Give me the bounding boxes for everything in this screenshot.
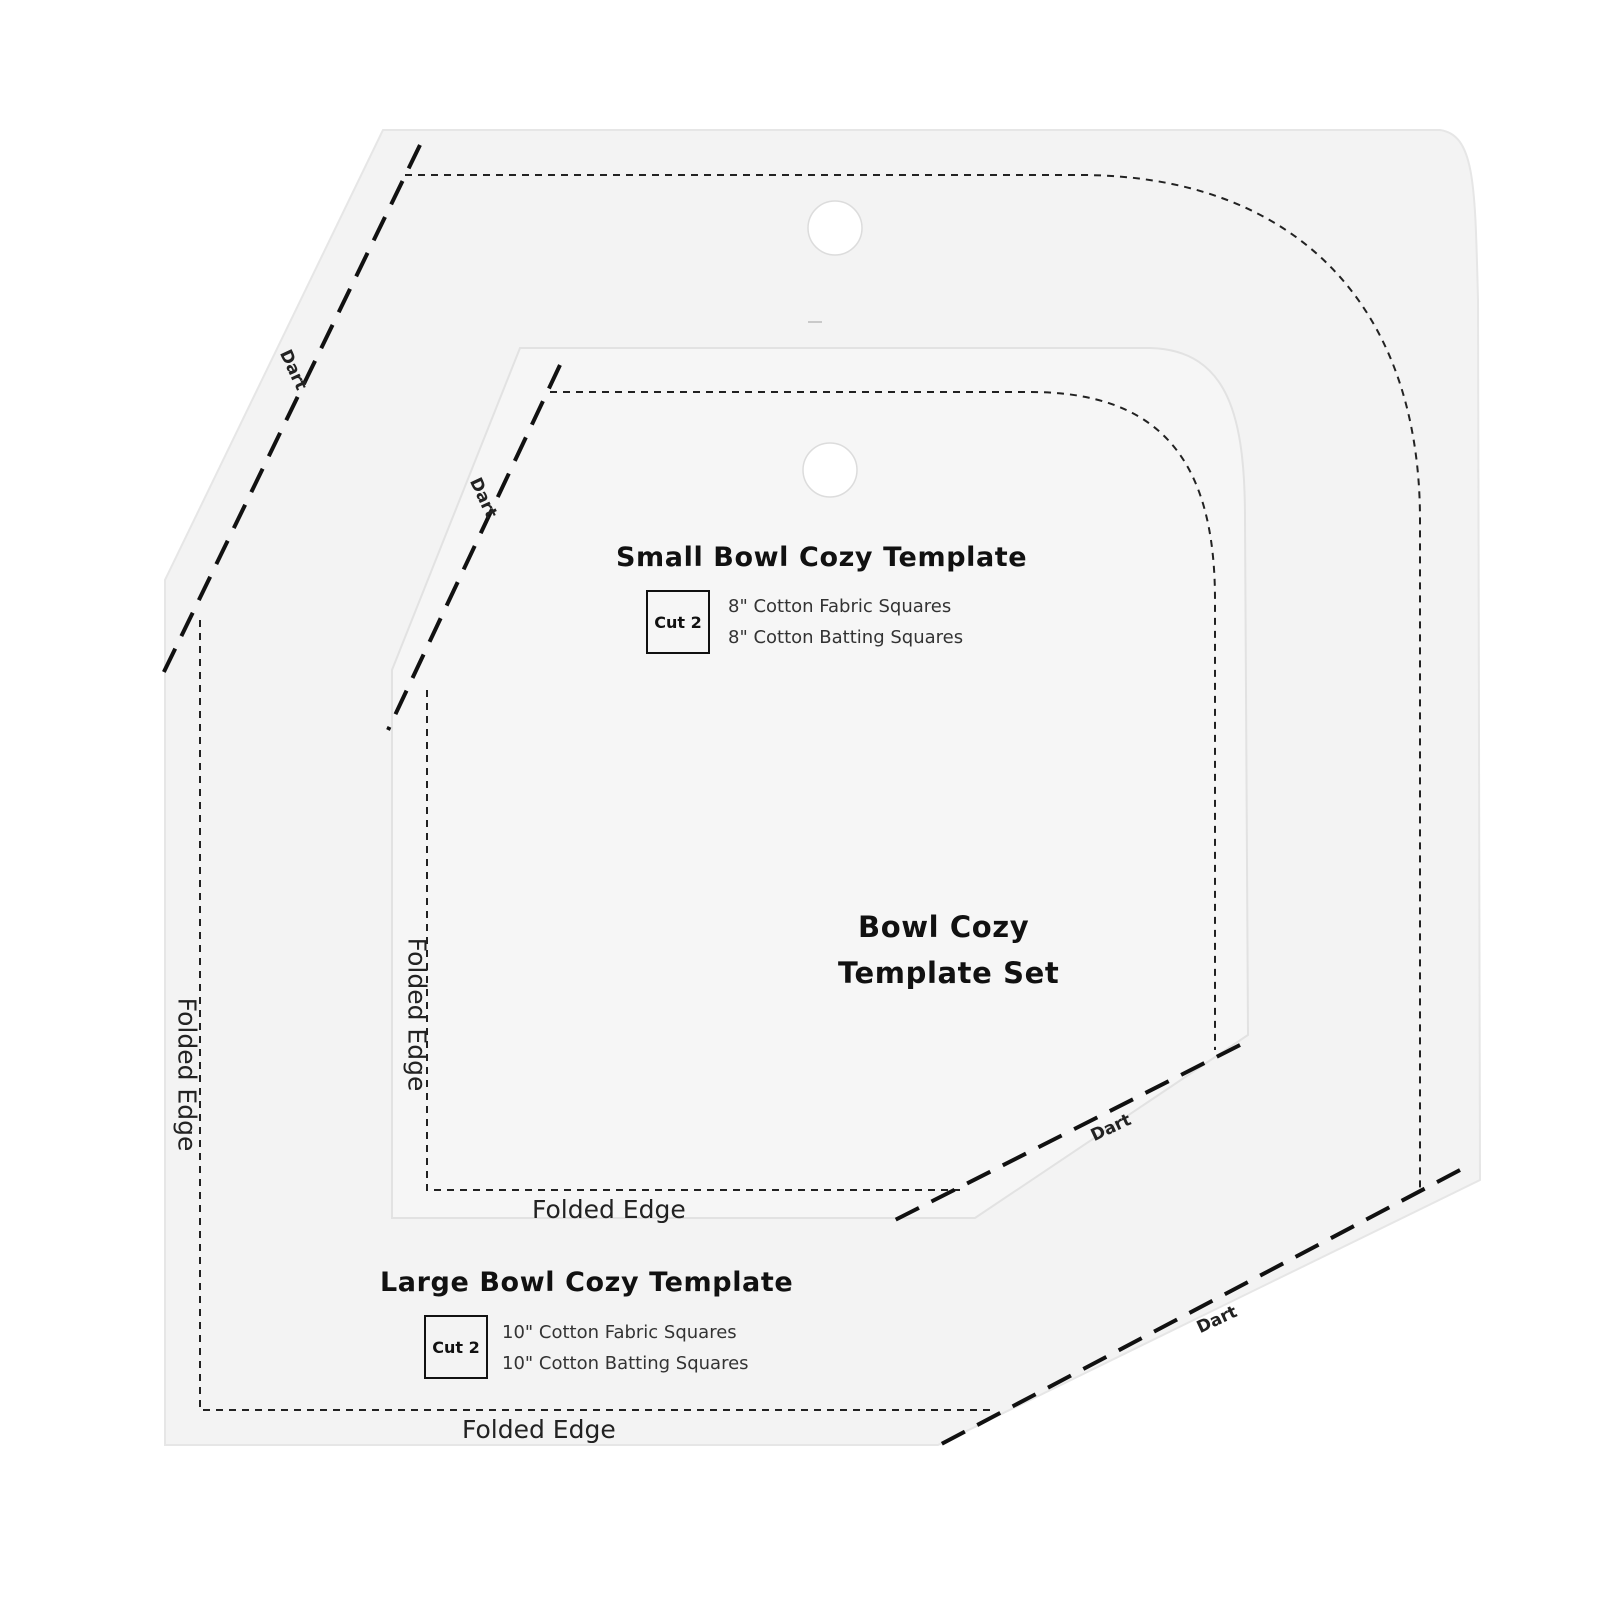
small-fabric-squares: 8" Cotton Fabric Squares: [728, 596, 952, 617]
small-dart-line-bottom: [894, 1043, 1241, 1222]
large-folded-edge-bottom: Folded Edge: [462, 1415, 616, 1444]
large-seam-line: [405, 174, 1421, 1190]
set-title-line1: Bowl Cozy: [858, 910, 1030, 944]
small-folded-edge-side: Folded Edge: [402, 937, 432, 1092]
small-hang-hole: [802, 442, 858, 498]
large-batting-squares: 10" Cotton Batting Squares: [502, 1353, 749, 1374]
small-template-title: Small Bowl Cozy Template: [616, 542, 1028, 573]
small-template-shape: [391, 347, 1250, 1219]
large-cut-count-box: Cut 2: [424, 1315, 488, 1379]
small-dart-line-top: [386, 364, 562, 731]
large-hang-hole: [807, 200, 863, 256]
set-title-line2: Template Set: [838, 956, 1060, 990]
large-dart-line-top: [158, 144, 422, 681]
large-folded-edge-side: Folded Edge: [172, 997, 202, 1152]
small-folded-edge-bottom: Folded Edge: [532, 1195, 686, 1224]
large-seam-line-side: [199, 620, 990, 1411]
small-batting-squares: 8" Cotton Batting Squares: [728, 627, 964, 648]
large-template-title: Large Bowl Cozy Template: [380, 1267, 794, 1298]
small-seam-line-side: [426, 690, 960, 1191]
large-fabric-squares: 10" Cotton Fabric Squares: [502, 1322, 737, 1343]
small-cut-count-box: Cut 2: [646, 590, 710, 654]
large-dart-line-bottom: [929, 1168, 1461, 1452]
